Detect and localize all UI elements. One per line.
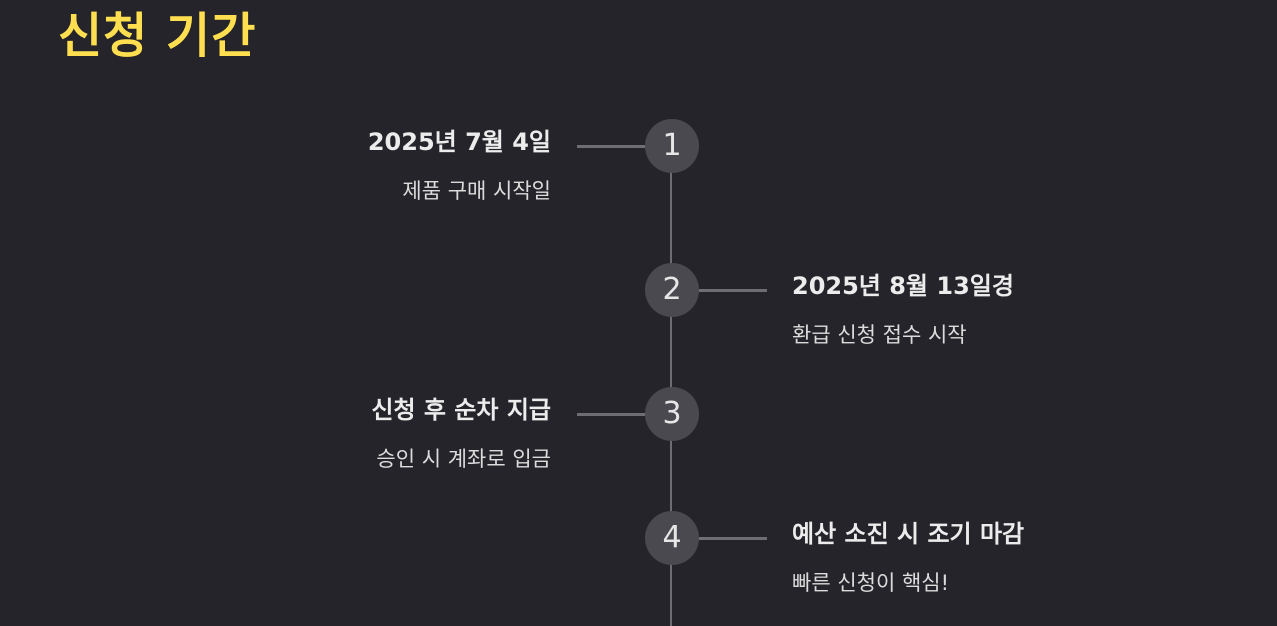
timeline-step-2: 2 2025년 8월 13일경 환급 신청 접수 시작 [0, 263, 1277, 383]
timeline-step-3: 3 신청 후 순차 지급 승인 시 계좌로 입금 [0, 387, 1277, 507]
step-title: 2025년 8월 13일경 [792, 272, 1014, 300]
timeline-connector [697, 537, 767, 540]
step-marker: 2 [645, 263, 699, 317]
timeline-axis [670, 146, 672, 626]
timeline-connector [577, 145, 647, 148]
step-title: 2025년 7월 4일 [367, 128, 551, 156]
page-title: 신청 기간 [58, 8, 257, 64]
step-description: 빠른 신청이 핵심! [792, 571, 950, 595]
step-title: 신청 후 순차 지급 [371, 396, 551, 424]
timeline-step-4: 4 예산 소진 시 조기 마감 빠른 신청이 핵심! [0, 511, 1277, 626]
step-title: 예산 소진 시 조기 마감 [792, 520, 1025, 548]
step-marker: 3 [645, 387, 699, 441]
timeline-step-1: 1 2025년 7월 4일 제품 구매 시작일 [0, 119, 1277, 239]
step-description: 제품 구매 시작일 [402, 179, 551, 203]
step-marker: 4 [645, 511, 699, 565]
timeline-connector [577, 413, 647, 416]
step-marker: 1 [645, 119, 699, 173]
step-description: 승인 시 계좌로 입금 [376, 447, 551, 471]
step-description: 환급 신청 접수 시작 [792, 323, 967, 347]
timeline-connector [697, 289, 767, 292]
